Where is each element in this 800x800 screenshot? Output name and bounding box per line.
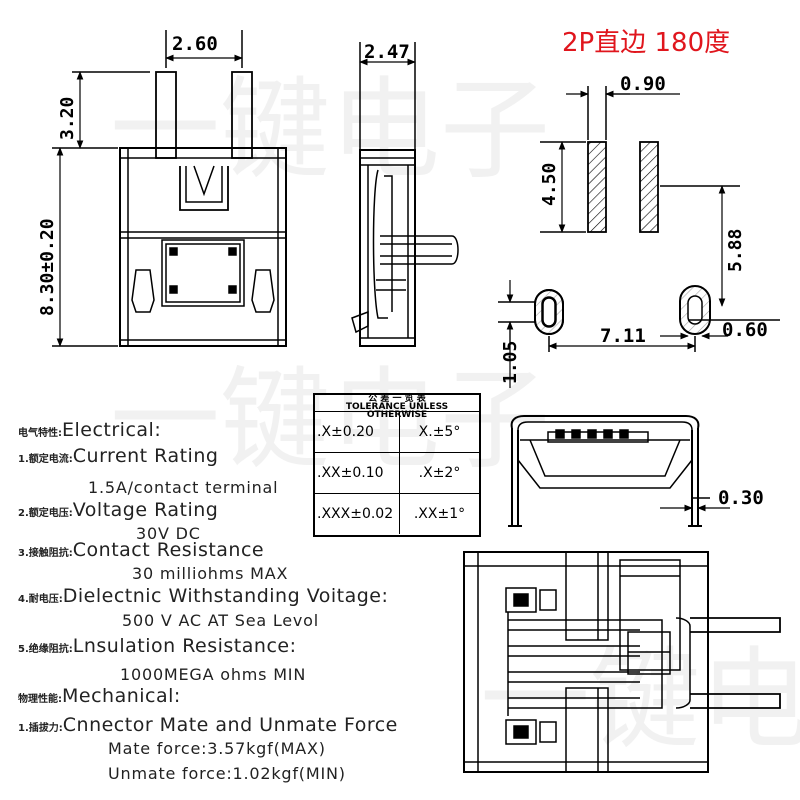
tolerance-linear: .XXX±0.02: [315, 494, 400, 534]
watermark: 一键电子: [110, 356, 550, 484]
dim-body-height: 8.30±0.20: [37, 218, 58, 316]
dim-slot-pitch: 7.11: [600, 325, 646, 347]
spec-label-cn: 5.绝缘阻抗:: [18, 644, 73, 655]
tolerance-angle: .XX±1°: [413, 506, 466, 522]
dim-front-width: 2.60: [172, 33, 218, 55]
tolerance-heading-en: TOLERANCE UNLESS OTHERWISE: [345, 402, 449, 420]
spec-mate-value: Mate force:3.57kgf(MAX): [108, 739, 326, 758]
spec-voltage-value: 30V DC: [136, 524, 201, 543]
tolerance-heading-cn: 公 差 一 览 表: [368, 394, 426, 404]
dim-pad-offset: 5.88: [725, 229, 746, 272]
spec-label-cn: 1.插拔力:: [18, 723, 63, 734]
spec-label-cn: 电气特性:: [18, 428, 62, 439]
spec-label-cn: 3.接触阻抗:: [18, 548, 73, 559]
dim-side-width: 2.47: [364, 41, 410, 63]
tolerance-row: .XXX±0.02 .XX±1°: [315, 494, 479, 534]
spec-dielectric-value: 500 V AC AT Sea Levol: [122, 611, 320, 630]
dim-slot-width: 1.05: [500, 341, 521, 384]
spec-label-cn: 4.耐电压:: [18, 594, 63, 605]
spec-label-en: Current Rating: [72, 445, 219, 467]
tolerance-angle: .X±2°: [418, 465, 461, 481]
tolerance-table: 公 差 一 览 表 TOLERANCE UNLESS OTHERWISE .X±…: [313, 393, 481, 537]
spec-dielectric: 4.耐电压:Dielectnic Withstanding Voitage:: [18, 585, 388, 607]
spec-label-cn: 物理性能:: [18, 694, 62, 705]
spec-resistance-value: 30 milliohms MAX: [132, 564, 289, 583]
spec-insulation-value: 1000MEGA ohms MIN: [120, 665, 307, 684]
spec-insulation: 5.绝缘阻抗:Lnsulation Resistance:: [18, 635, 296, 657]
spec-mechanical: 物理性能:Mechanical:: [18, 685, 181, 707]
spec-label-en: Voltage Rating: [72, 499, 219, 521]
dim-pin-length: 3.20: [57, 97, 78, 140]
page-title: 2P直边 180度: [562, 28, 731, 58]
spec-contact-resistance: 3.接触阻抗:Contact Resistance: [18, 539, 264, 561]
pcb-layout: [498, 86, 780, 388]
watermark: 一键电子: [480, 636, 800, 764]
watermark: 一键电子: [110, 66, 550, 194]
spec-current-value: 1.5A/contact terminal: [88, 478, 279, 497]
dim-pad-length: 4.50: [539, 163, 560, 206]
tolerance-angle: X.±5°: [418, 424, 461, 440]
spec-current-rating: 1.额定电流:Current Rating: [18, 445, 218, 467]
spec-label-cn: 1.额定电流:: [18, 454, 73, 465]
dim-shell-thickness: 0.30: [718, 487, 764, 509]
dim-slot-gap: 0.60: [722, 319, 768, 341]
spec-electrical: 电气特性:Electrical:: [18, 419, 161, 441]
tolerance-header: 公 差 一 览 表 TOLERANCE UNLESS OTHERWISE: [315, 394, 479, 420]
spec-label-en: Cnnector Mate and Unmate Force: [62, 714, 398, 736]
spec-label-en: Electrical:: [62, 419, 162, 441]
spec-label-en: Mechanical:: [62, 685, 181, 707]
spec-mate-force: 1.插拔力:Cnnector Mate and Unmate Force: [18, 714, 398, 736]
dim-pad-width: 0.90: [620, 73, 666, 95]
top-view: [463, 551, 781, 773]
tolerance-linear: .XX±0.10: [315, 453, 400, 493]
tolerance-row: .XX±0.10 .X±2°: [315, 453, 479, 494]
tolerance-row: .X±0.20 X.±5°: [315, 412, 479, 453]
tolerance-linear: .X±0.20: [315, 412, 400, 452]
spec-unmate-value: Unmate force:1.02kgf(MIN): [108, 764, 346, 783]
side-view: [351, 42, 459, 347]
spec-label-en: Lnsulation Resistance:: [72, 635, 297, 657]
spec-label-cn: 2.额定电压:: [18, 508, 73, 519]
front-view: [52, 30, 287, 347]
spec-label-en: Dielectnic Withstanding Voitage:: [62, 585, 389, 607]
spec-voltage-rating: 2.额定电压:Voltage Rating: [18, 499, 218, 521]
end-view: [508, 415, 730, 527]
spec-label-en: Contact Resistance: [72, 539, 265, 561]
